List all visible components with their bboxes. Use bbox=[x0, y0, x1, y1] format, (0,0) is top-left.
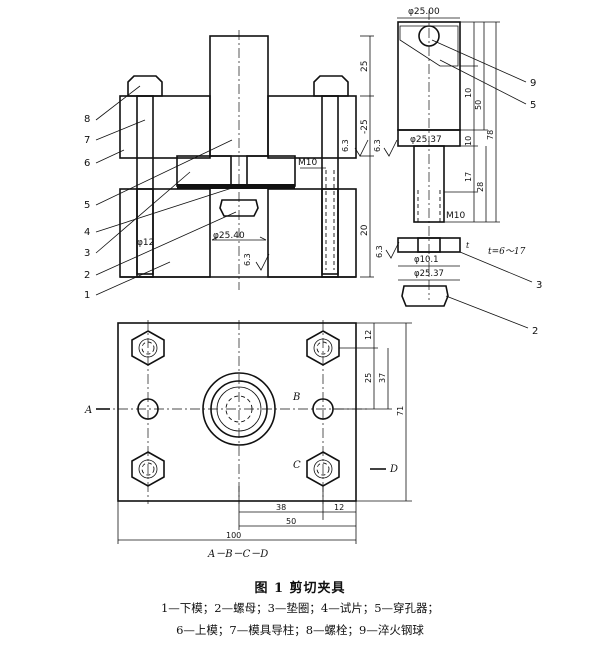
part-label-8: 8 bbox=[84, 114, 90, 125]
dim-dia-25-40: φ25.40 bbox=[213, 231, 245, 241]
part-label-4: 4 bbox=[84, 227, 90, 238]
section-marker-c: C bbox=[293, 460, 301, 471]
right-guide-pillar bbox=[321, 95, 339, 275]
specimen bbox=[177, 184, 295, 189]
dim-78: 78 bbox=[486, 130, 495, 140]
center-housing bbox=[202, 372, 276, 446]
punch-detail-view: φ25.00 φ25.37 6.3 M10 10 50 78 10 17 bbox=[373, 7, 542, 337]
part-label-9: 9 bbox=[530, 78, 536, 89]
nut-detail bbox=[401, 285, 449, 307]
part-label-5: 5 bbox=[84, 200, 90, 211]
section-marker-b: B bbox=[292, 392, 300, 403]
corner-nut-bottom-left bbox=[131, 451, 165, 487]
section-marker-a: A bbox=[84, 405, 92, 416]
dim-25: 25 bbox=[364, 373, 373, 383]
dim-dia-25-37: φ25.37 bbox=[410, 135, 442, 145]
dim-28: 28 bbox=[476, 182, 485, 192]
dim-50-bottom: 50 bbox=[286, 517, 296, 526]
roughness-label: 6.3 bbox=[373, 139, 382, 152]
right-bolt-head bbox=[313, 75, 349, 97]
thread-label-m10: M10 bbox=[446, 211, 465, 221]
plan-view: A B C D 12 25 37 71 38 12 50 100 A－B－C－D bbox=[84, 320, 412, 560]
part-label-2: 2 bbox=[532, 326, 538, 337]
dim-12: 12 bbox=[364, 330, 373, 340]
part-label-3: 3 bbox=[84, 248, 90, 259]
roughness-label: 6.3 bbox=[243, 253, 252, 266]
part-label-5: 5 bbox=[530, 100, 536, 111]
left-bolt-head bbox=[127, 75, 163, 97]
dim-dia-25-00: φ25.00 bbox=[408, 7, 440, 17]
washer-right bbox=[246, 155, 296, 187]
dim-71: 71 bbox=[396, 406, 405, 416]
section-title: A－B－C－D bbox=[207, 549, 268, 560]
dim-38: 38 bbox=[276, 503, 286, 512]
lower-die-right bbox=[267, 188, 357, 278]
dim-10: 10 bbox=[464, 88, 473, 98]
dim-50: 50 bbox=[474, 100, 483, 110]
dim-17: 17 bbox=[464, 172, 473, 182]
dim-10: 10 bbox=[464, 136, 473, 146]
washer-left bbox=[176, 155, 232, 187]
dim-20: 20 bbox=[360, 224, 370, 236]
dim-neg25: -25 bbox=[360, 119, 370, 134]
dim-100: 100 bbox=[226, 531, 241, 540]
corner-nut-top-left bbox=[131, 330, 165, 366]
punch-stem bbox=[413, 145, 445, 223]
dim-37: 37 bbox=[378, 373, 387, 383]
thread-label-m10: M10 bbox=[298, 158, 317, 168]
nut-front bbox=[219, 199, 259, 217]
upper-die-left bbox=[119, 95, 211, 159]
front-section-view: M10 6.3 6.3 φ12 φ25.40 25 -25 20 8 7 6 5… bbox=[84, 30, 374, 301]
die-plate-plan bbox=[117, 322, 357, 502]
dim-12-bottom: 12 bbox=[334, 503, 344, 512]
part-label-7: 7 bbox=[84, 135, 90, 146]
dim-dia-10-1: φ10.1 bbox=[414, 255, 439, 265]
part-label-2: 2 bbox=[84, 270, 90, 281]
roughness-label: 6.3 bbox=[375, 245, 384, 258]
corner-nut-top-right bbox=[306, 330, 340, 366]
figure-legend-line-1: 1—下模；2—螺母；3—垫圈；4—试片；5—穿孔器； bbox=[160, 601, 440, 615]
part-label-3: 3 bbox=[536, 280, 542, 291]
figure-legend-line-2: 6—上模；7—模具导柱；8—螺栓；9—淬火钢球 bbox=[176, 623, 424, 637]
part-label-6: 6 bbox=[84, 158, 90, 169]
upper-die-right bbox=[267, 95, 357, 159]
dim-t-small: t bbox=[466, 241, 470, 250]
dim-dia-25-37-washer: φ25.37 bbox=[414, 269, 444, 279]
dim-t-range: t=6～17 bbox=[488, 247, 526, 257]
dim-25: 25 bbox=[360, 61, 370, 72]
part-label-1: 1 bbox=[84, 290, 90, 301]
dim-dia-12: φ12 bbox=[137, 238, 154, 248]
pin-hole-left bbox=[137, 398, 159, 420]
roughness-label: 6.3 bbox=[341, 139, 350, 152]
figure-title: 图 1 剪切夹具 bbox=[254, 581, 346, 596]
section-marker-d: D bbox=[389, 464, 398, 475]
